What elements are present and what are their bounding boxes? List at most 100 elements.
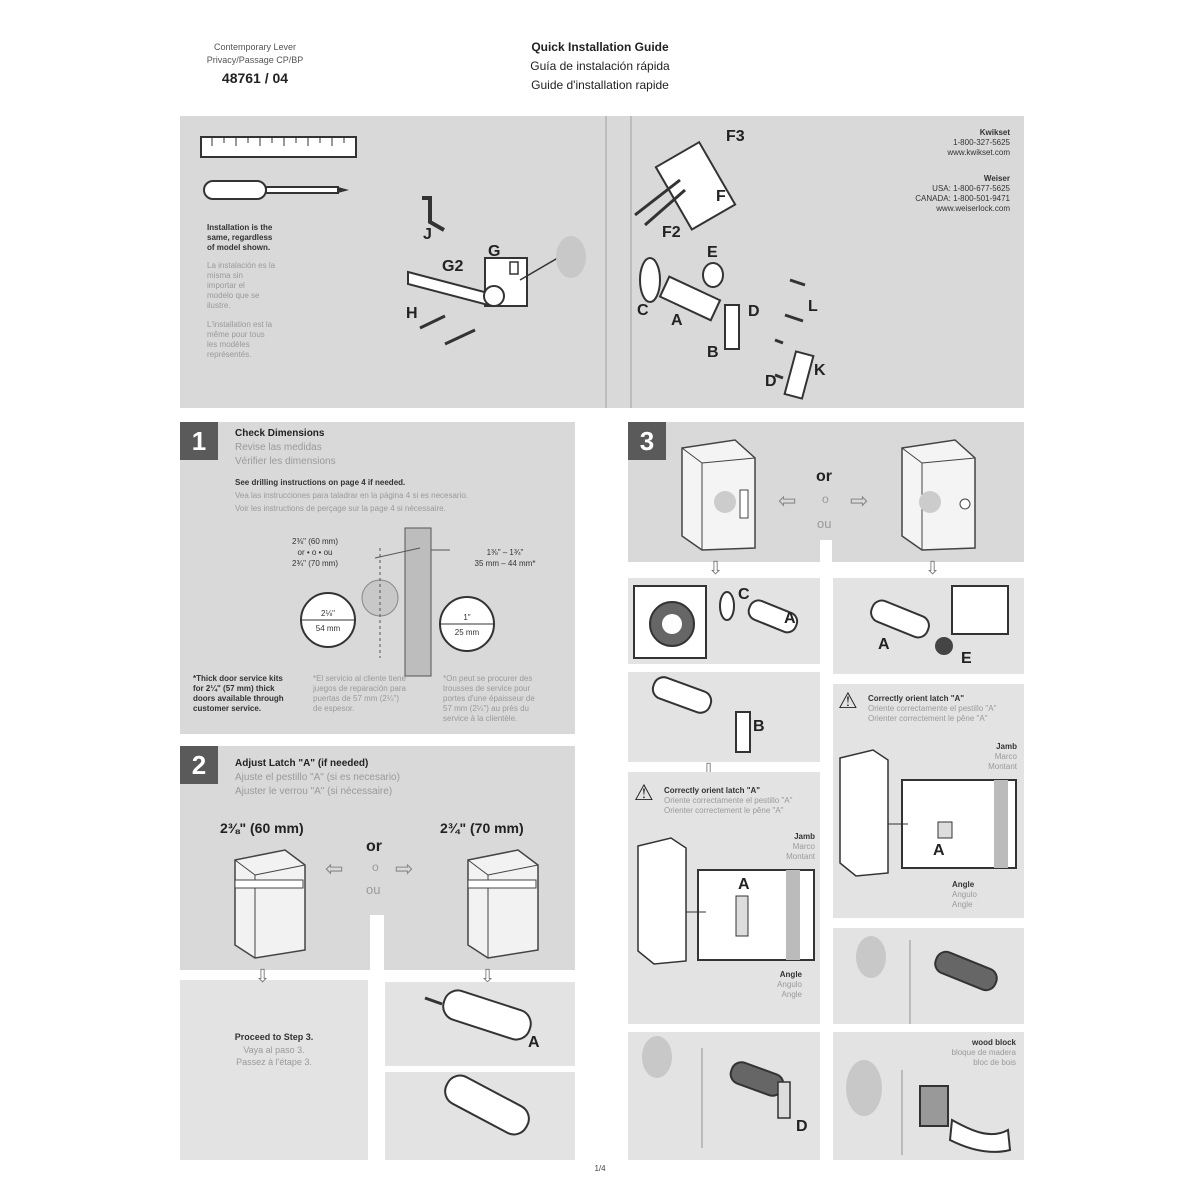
step2-title-es: Ajuste el pestillo "A" (si es necesario) [235, 772, 400, 783]
part-label-f: F [716, 188, 726, 205]
wood-block-en: wood block [972, 1038, 1016, 1047]
angle-en-left: Angle [779, 970, 802, 979]
arrow-down-icon-3b: ⇩ [925, 558, 941, 578]
screw-latch-illustration [701, 1048, 791, 1148]
arrow-down-icon-2: ⇩ [480, 966, 496, 986]
step3-divider [820, 540, 832, 1160]
step3-label-a4: A [933, 842, 945, 859]
step1-number: 1 [180, 422, 218, 460]
bore-size-in: 2⅛" [321, 609, 335, 618]
footnote-fr-5: service à la clientèle. [443, 714, 518, 723]
edge-bore-mm: 25 mm [454, 628, 480, 637]
lever-handle-illustration [407, 196, 581, 346]
angle-en-right: Angle [952, 880, 975, 889]
proceed-panel [180, 980, 368, 1160]
bore-hole-icon-3 [846, 1060, 882, 1116]
bore-hole-icon [642, 1036, 672, 1078]
angle-fr-left: Angle [781, 990, 802, 999]
door-edge-illustration-left [681, 439, 756, 551]
part-label-h: H [406, 305, 418, 322]
wood-block-fr: bloc de bois [973, 1058, 1016, 1067]
orient-fr-right: Orienter correctement le pêne "A" [868, 714, 988, 723]
step3-label-e: E [961, 650, 972, 667]
footnote-en-2: for 2¼" (57 mm) thick [193, 684, 275, 693]
brand2-canada: CANADA: 1-800-501-9471 [915, 194, 1010, 203]
door-edge-line [605, 116, 607, 408]
step3-label-a3: A [878, 636, 890, 653]
step1-panel [180, 422, 575, 734]
part-label-g2: G2 [442, 258, 464, 275]
part-label-j: J [423, 226, 432, 243]
footnote-en-3: doors available through [193, 694, 284, 703]
brand1-web: www.kwikset.com [947, 148, 1010, 157]
step3-or-es: o [822, 492, 829, 506]
latch-adjusted-illustration [444, 1074, 530, 1136]
door-edge-line-2 [630, 116, 632, 408]
step3-number: 3 [628, 422, 666, 460]
brand2-web: www.weiserlock.com [936, 204, 1010, 213]
door-70mm-illustration [467, 849, 539, 959]
footnote-en-1: *Thick door service kits [193, 674, 283, 683]
part-label-d2: D [765, 373, 777, 390]
wood-block-es: bloque de madera [951, 1048, 1017, 1057]
part-label-c: C [637, 302, 649, 319]
footnote-fr-2: trousses de service pour [443, 684, 531, 693]
door-thickness-1: 1⅜" – 1¾" [486, 548, 524, 557]
latch-parts-illustration [634, 140, 815, 400]
drive-in-latch-illustration [870, 585, 1009, 655]
jamb-fr-left: Montant [786, 852, 815, 861]
part-label-l: L [808, 298, 818, 315]
proceed-es: Vaya al paso 3. [243, 1045, 305, 1055]
option-60mm: 2⅜" (60 mm) [220, 820, 304, 836]
step3-or-en: or [816, 468, 832, 485]
note-es-4: modelo que se [207, 291, 260, 300]
footnote-en-4: customer service. [193, 704, 262, 713]
step2-divider [370, 915, 384, 1175]
part-label-f2: F2 [662, 224, 681, 241]
part-label-k: K [814, 362, 826, 379]
step2-or-en: or [366, 838, 382, 855]
orient-fr-left: Orienter correctement le pêne "A" [664, 806, 784, 815]
step1-drill-en: See drilling instructions on page 4 if n… [235, 478, 406, 487]
footnote-fr-3: portes d'une épaisseur de [443, 694, 535, 703]
footnote-fr-4: 57 mm (2¼") au près du [443, 704, 529, 713]
step3-label-d: D [796, 1118, 808, 1135]
title-fr: Guide d'installation rapide [531, 78, 669, 92]
product-line-1: Contemporary Lever [213, 42, 297, 52]
part-label-a: A [671, 312, 683, 329]
arrow-down-icon-3a: ⇩ [708, 558, 724, 578]
title-en: Quick Installation Guide [531, 40, 669, 54]
orient-en-left: Correctly orient latch "A" [664, 786, 761, 795]
arrow-right-icon-step3: ⇨ [850, 488, 869, 513]
edge-bore-in: 1" [463, 613, 471, 622]
orient-es-right: Oriente correctamente el pestillo "A" [868, 704, 997, 713]
footnote-es-3: puertas de 57 mm (2¼") [313, 694, 399, 703]
brand2-name: Weiser [983, 174, 1010, 183]
page-number: 1/4 [594, 1164, 606, 1173]
orient-latch-illustration-right [839, 749, 1017, 877]
note-es-2: misma sin [207, 271, 244, 280]
note-fr-3: les modèles [207, 340, 250, 349]
angle-es-left: Angulo [777, 980, 802, 989]
bore-size-mm: 54 mm [315, 624, 341, 633]
latch-plate-illustration [651, 676, 751, 753]
warning-icon: ⚠ [634, 780, 654, 805]
part-label-g: G [488, 243, 501, 260]
door-thickness-2: 35 mm – 44 mm* [474, 559, 536, 568]
screwdriver-icon [203, 180, 349, 200]
step2-title-fr: Ajuster le verrou "A" (si nécessaire) [235, 786, 393, 797]
note-fr-4: représentés. [207, 350, 252, 359]
jamb-en-right: Jamb [996, 742, 1017, 751]
insert-latch-illustration [909, 940, 998, 1024]
proceed-fr: Passez à l'étape 3. [236, 1057, 312, 1067]
brand2-usa: USA: 1-800-677-5625 [932, 184, 1010, 193]
arrow-left-icon: ⇦ [325, 856, 344, 881]
part-label-d: D [748, 303, 760, 320]
jamb-es-left: Marco [792, 842, 815, 851]
jamb-es-right: Marco [994, 752, 1017, 761]
bore-hole-icon-2 [856, 936, 886, 978]
step1-title-en: Check Dimensions [235, 428, 325, 439]
dimension-diagram [300, 527, 495, 677]
brand1-phone: 1-800-327-5625 [953, 138, 1010, 147]
latch-adjust-illustration [424, 989, 532, 1041]
